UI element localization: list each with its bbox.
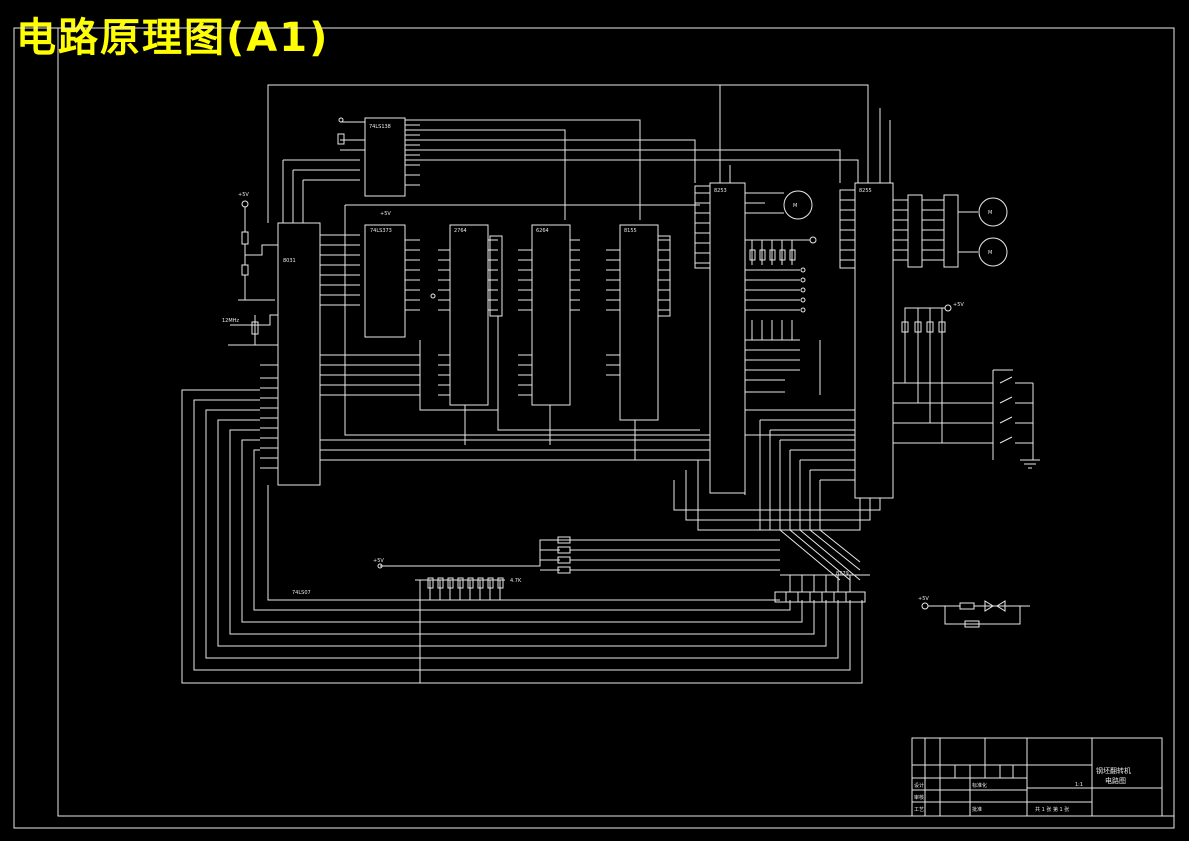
row-standard: 标准化 (972, 782, 987, 789)
row-process: 工艺 (914, 807, 924, 813)
motor-3-label: M (988, 250, 992, 256)
outer-frame (13, 27, 1175, 829)
cpu-label: 8031 (283, 258, 296, 264)
ram-chip: 6264 (518, 224, 580, 406)
supply-label-a: +5V (380, 211, 391, 217)
drawing-title: 电路原理图(A1) (16, 15, 330, 61)
latch-label: 74LS373 (370, 228, 392, 234)
row-design: 设计 (914, 782, 924, 789)
eprom-chip: 2764 (438, 224, 503, 406)
cpu-chip: 8031 (277, 222, 321, 486)
io-label: 8155 (624, 228, 637, 234)
timer-chip: 8253 M (694, 182, 813, 494)
timer-label: 8253 (714, 188, 727, 194)
ram-label: 6264 (536, 228, 549, 234)
title-block: 钢坯翻转机 电路图 1:1 共 1 张 第 1 张 设计 审核 工艺 批准 标准… (911, 737, 1163, 817)
pio-chip: 8255 M M (839, 182, 1008, 499)
decoder-label: 74LS138 (369, 124, 391, 130)
supply-label-top: +5V (238, 192, 249, 198)
inner-frame (57, 27, 1175, 817)
io-chip: 8155 (606, 224, 671, 421)
reset-circuit: +5V 12MHz (222, 192, 278, 346)
resistor-net-label: 4.7K (510, 578, 522, 584)
diode-circuit: +5V (918, 596, 1030, 628)
bus-wiring: +5V (380, 211, 700, 460)
driver-label: 74LS07 (292, 590, 311, 596)
eprom-label: 2764 (454, 228, 467, 234)
motor-1-label: M (793, 203, 797, 209)
crystal-label: 12MHz (222, 318, 239, 324)
supply-label-b: +5V (953, 302, 964, 308)
drawing-name-2: 电路图 (1105, 776, 1126, 785)
relay-outputs: +5V (893, 302, 1040, 469)
sheet-count: 共 1 张 第 1 张 (1035, 806, 1069, 813)
supply-label-d: +5V (918, 596, 929, 602)
decoder-chip: 74LS138 (337, 117, 420, 197)
keyboard-ctl: +5V 8279 (373, 409, 881, 603)
supply-label-c: +5V (373, 558, 384, 564)
indicator-array (745, 236, 821, 395)
row-review: 审核 (914, 794, 924, 801)
top-wiring (267, 84, 891, 436)
lower-bus: 74LS07 4.7K (181, 389, 863, 684)
drawing-name-1: 钢坯翻转机 (1096, 766, 1131, 775)
cpu-pins (260, 234, 710, 469)
pio-label: 8255 (859, 188, 872, 194)
keyctl-label: 8279 (836, 571, 849, 577)
latch-chip: 74LS373 (364, 224, 420, 338)
motor-2-label: M (988, 210, 992, 216)
scale-value: 1:1 (1075, 782, 1083, 788)
row-approve: 批准 (972, 806, 982, 813)
